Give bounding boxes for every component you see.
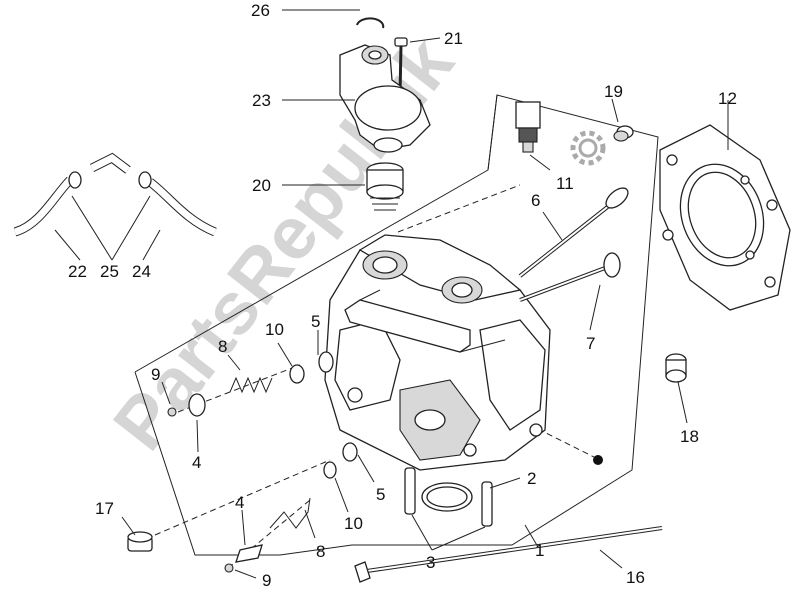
callout-25: 25 <box>100 262 119 281</box>
lower-valve-parts <box>224 442 358 573</box>
callout-4-upper: 4 <box>192 453 201 472</box>
reference-dot <box>593 455 603 465</box>
callout-26: 26 <box>251 1 270 20</box>
callout-21: 21 <box>444 29 463 48</box>
callout-9-upper: 9 <box>151 365 160 384</box>
callout-4-lower: 4 <box>235 493 244 512</box>
callout-3: 3 <box>426 553 435 572</box>
callout-17: 17 <box>95 499 114 518</box>
callout-9-lower: 9 <box>262 571 271 590</box>
callout-18: 18 <box>680 427 699 446</box>
dowel-pins <box>404 467 493 527</box>
callout-7: 7 <box>586 334 595 353</box>
callout-1: 1 <box>535 541 544 560</box>
callout-12: 12 <box>718 89 737 108</box>
callout-19: 19 <box>604 82 623 101</box>
bush-18 <box>665 353 687 383</box>
callout-24: 24 <box>132 262 151 281</box>
exhaust-valve <box>518 187 629 278</box>
thermostat <box>366 162 404 211</box>
temperature-sensor <box>515 101 541 153</box>
callout-5-lower: 5 <box>376 485 385 504</box>
stud-bolt <box>354 526 663 583</box>
hoses <box>13 152 217 237</box>
callout-8-lower: 8 <box>316 542 325 561</box>
plug-19 <box>613 125 634 142</box>
callout-11: 11 <box>556 174 574 193</box>
callout-20: 20 <box>252 176 271 195</box>
callout-labels: 1 2 3 4 4 5 5 7 6 8 8 9 9 10 10 11 12 16… <box>68 1 737 590</box>
plug-17 <box>127 531 153 552</box>
callout-16: 16 <box>626 568 645 587</box>
cylinder-head <box>324 234 551 471</box>
upper-valve-parts <box>167 351 334 417</box>
callout-8-upper: 8 <box>218 337 227 356</box>
thermostat-cover <box>339 44 431 153</box>
clip-ring <box>356 17 385 29</box>
callout-10-upper: 10 <box>265 320 284 339</box>
callout-22: 22 <box>68 262 87 281</box>
head-gasket <box>659 124 791 311</box>
callout-10-lower: 10 <box>344 514 363 533</box>
leader-lines <box>54 9 729 579</box>
callout-5-upper: 5 <box>311 312 320 331</box>
intake-valve <box>519 252 621 302</box>
callout-23: 23 <box>252 91 271 110</box>
o-ring <box>421 482 473 512</box>
assembly-frame <box>134 94 659 556</box>
callout-2: 2 <box>527 469 536 488</box>
callout-6: 6 <box>531 191 540 210</box>
gear-logo-icon <box>570 130 606 166</box>
